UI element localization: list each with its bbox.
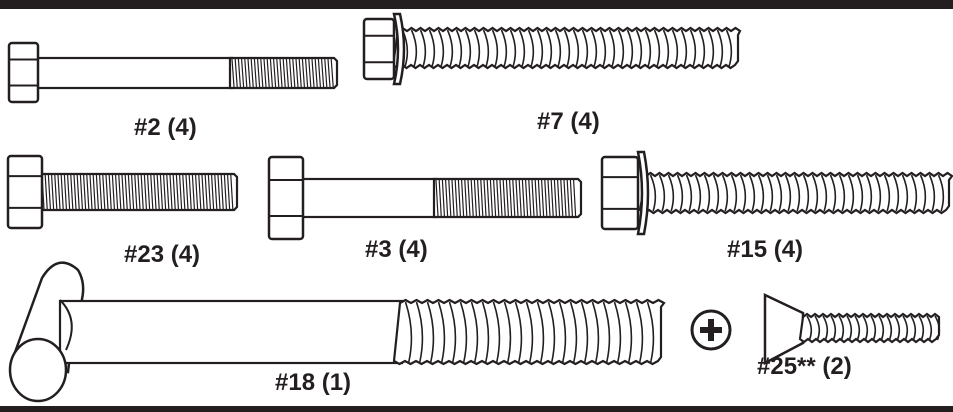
thread-lines <box>649 174 945 212</box>
bottom-bar <box>0 406 953 412</box>
thread-lines <box>401 29 733 67</box>
shank <box>34 56 234 90</box>
bolt-15-illustration <box>600 150 953 236</box>
phillips-cross-v <box>708 319 714 341</box>
hex-head <box>362 17 396 81</box>
label-bolt-3: #3 (4) <box>365 236 428 263</box>
top-bar <box>0 0 953 9</box>
t-handle-edge <box>59 299 73 351</box>
bolt-3-illustration <box>267 155 583 241</box>
label-screw-25: #25** (2) <box>757 353 852 380</box>
bolt-18-illustration <box>8 261 666 403</box>
threaded-section <box>391 26 742 70</box>
t-handle-end <box>8 337 68 403</box>
screw-25-illustration <box>690 293 941 366</box>
shank <box>58 299 404 365</box>
label-bolt-2: #2 (4) <box>134 114 197 141</box>
flange-washer <box>392 12 406 86</box>
bolt-2-illustration <box>7 41 339 104</box>
thread-lines <box>806 315 941 341</box>
thread-lines <box>404 301 655 363</box>
label-bolt-15: #15 (4) <box>727 236 804 263</box>
thread-lines <box>435 179 577 217</box>
bolt-7-illustration <box>362 12 742 86</box>
flange-washer <box>636 150 650 236</box>
hex-head <box>7 41 40 104</box>
hex-head <box>600 155 640 231</box>
hex-head <box>267 155 305 241</box>
thread-lines <box>231 58 334 88</box>
label-bolt-23: #23 (4) <box>124 241 201 268</box>
label-bolt-18: #18 (1) <box>275 369 352 396</box>
countersunk-head <box>763 293 805 366</box>
hex-head <box>6 154 44 230</box>
label-bolt-7: #7 (4) <box>537 108 600 135</box>
threaded-section <box>798 312 941 344</box>
bolt-23-illustration <box>6 154 239 230</box>
shank <box>300 177 438 219</box>
